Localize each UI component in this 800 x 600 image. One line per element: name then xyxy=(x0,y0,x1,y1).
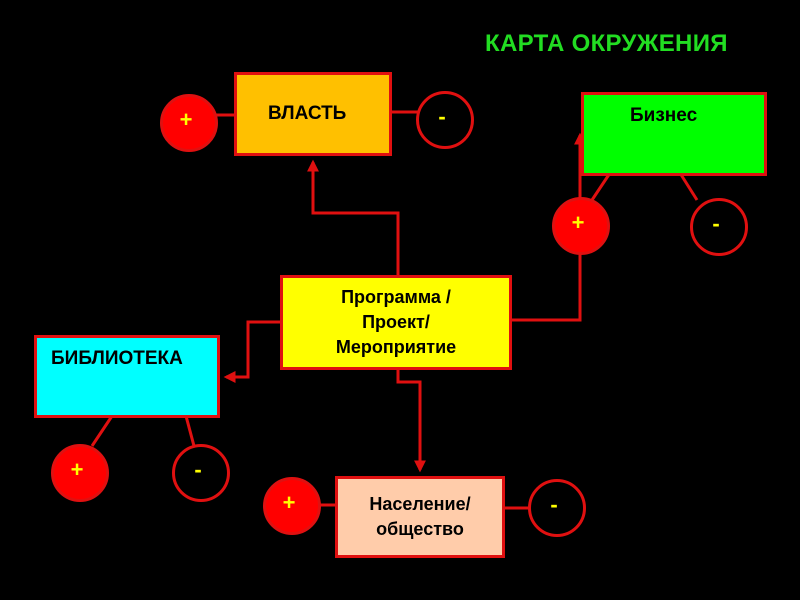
node-biznes: Бизнес xyxy=(581,92,767,176)
connector-biznes-minus xyxy=(678,172,699,201)
node-program: Программа / Проект/ Мероприятие xyxy=(280,275,512,370)
node-program-line-3: Мероприятие xyxy=(335,337,457,357)
naselenie-minus-circle: - xyxy=(528,479,586,537)
biznes-minus-sign: - xyxy=(712,211,720,236)
node-naselenie-line-2: общество xyxy=(376,519,464,539)
biznes-minus-circle: - xyxy=(690,198,748,256)
biblioteka-plus-sign: + xyxy=(70,457,84,482)
naselenie-plus-sign: + xyxy=(282,490,296,515)
node-vlast-label: ВЛАСТЬ xyxy=(268,103,347,124)
biblioteka-plus-circle: + xyxy=(51,444,109,502)
node-biblioteka: БИБЛИОТЕКА xyxy=(34,335,220,418)
biznes-plus-circle: + xyxy=(552,197,610,255)
connector-biznes-plus xyxy=(590,172,612,201)
arrow-program-to-naselenie xyxy=(396,368,426,473)
vlast-minus-sign: - xyxy=(438,104,446,129)
node-program-line-2: Проект/ xyxy=(362,312,430,332)
node-biznes-label: Бизнес xyxy=(630,105,698,126)
arrow-program-to-biznes xyxy=(510,132,586,322)
node-naselenie-line-1: Население/ xyxy=(369,494,471,514)
node-program-line-1: Программа / xyxy=(341,287,451,307)
naselenie-plus-circle: + xyxy=(263,477,321,535)
diagram-title: КАРТА ОКРУЖЕНИЯ xyxy=(485,30,728,57)
naselenie-minus-sign: - xyxy=(550,492,558,517)
biznes-plus-sign: + xyxy=(571,210,585,235)
node-vlast: ВЛАСТЬ xyxy=(234,72,392,156)
vlast-minus-circle: - xyxy=(416,91,474,149)
biblioteka-minus-sign: - xyxy=(194,457,202,482)
vlast-plus-circle: + xyxy=(160,94,218,152)
biblioteka-minus-circle: - xyxy=(172,444,230,502)
vlast-plus-sign: + xyxy=(179,107,193,132)
node-naselenie: Население/ общество xyxy=(335,476,505,558)
node-biblioteka-label: БИБЛИОТЕКА xyxy=(51,348,183,369)
arrow-program-to-vlast xyxy=(307,159,400,277)
connector-biblioteka-plus xyxy=(90,415,114,447)
arrow-program-to-biblioteka xyxy=(223,320,282,383)
connector-biblioteka-minus xyxy=(184,415,196,447)
